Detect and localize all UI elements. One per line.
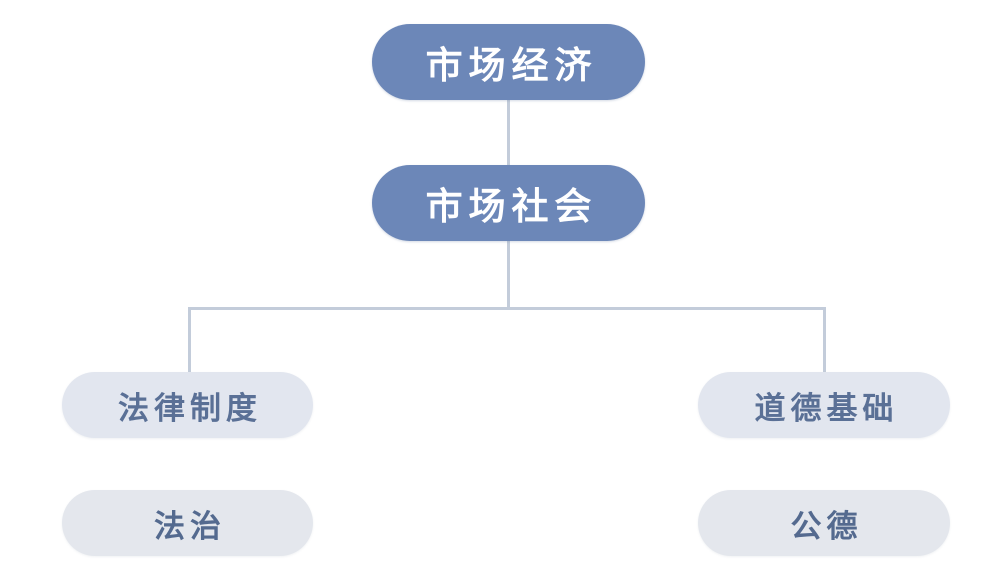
node-rule-of-law[interactable]: 法治 bbox=[62, 490, 313, 556]
node-market-society[interactable]: 市场社会 bbox=[372, 165, 645, 241]
node-legal-system[interactable]: 法律制度 bbox=[62, 372, 313, 438]
node-moral-foundation[interactable]: 道德基础 bbox=[698, 372, 950, 438]
node-market-economy[interactable]: 市场经济 bbox=[372, 24, 645, 100]
node-public-morality[interactable]: 公德 bbox=[698, 490, 950, 556]
